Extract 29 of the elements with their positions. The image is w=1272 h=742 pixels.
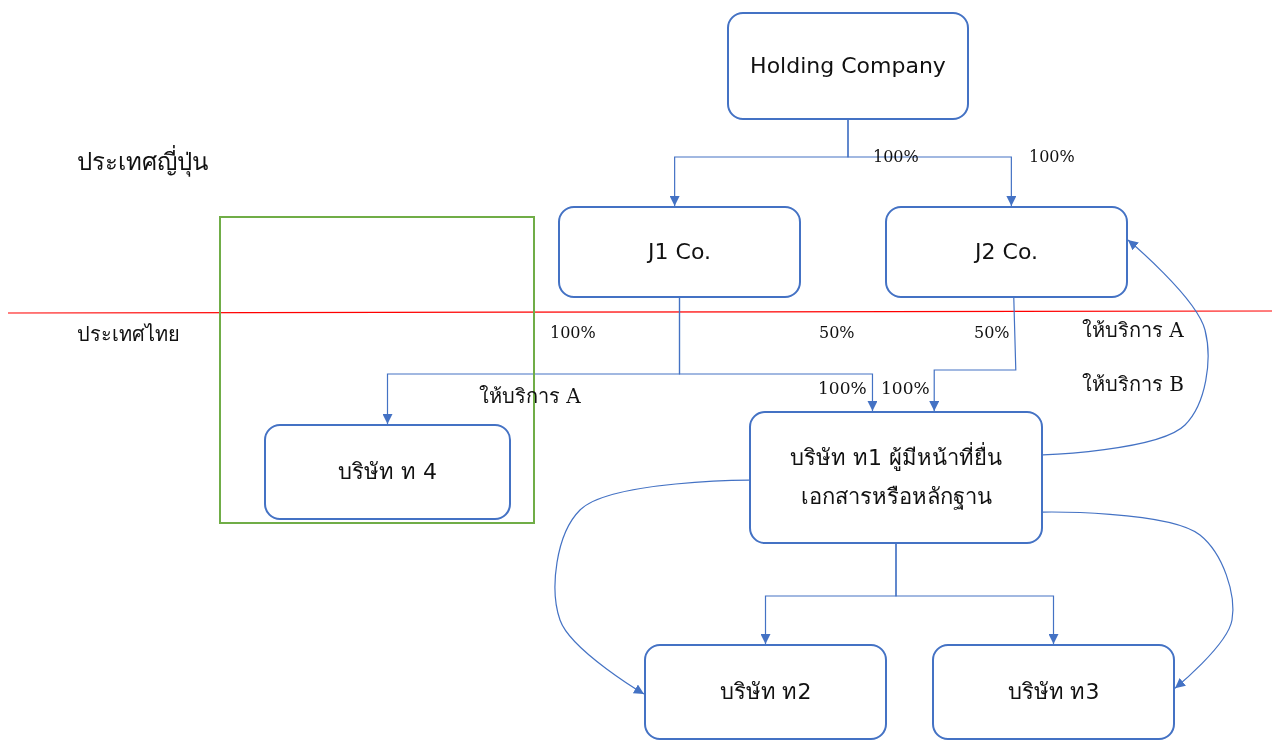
company-box (932, 644, 1175, 740)
annotation-text: 100% (1029, 147, 1075, 166)
company-box (885, 206, 1128, 298)
connector-arrow (847, 119, 1017, 207)
company-box (727, 12, 969, 120)
curved-arrow (1042, 239, 1209, 456)
region-label: ประเทศญี่ปุ่น (77, 142, 208, 181)
box-text: บริษัท ท2 (719, 677, 812, 706)
connector-arrow (895, 543, 1059, 645)
company-box (644, 644, 887, 740)
box-text: J1 Co. (648, 237, 711, 266)
company-box (749, 411, 1043, 544)
connector-arrow (678, 297, 878, 412)
box-text: Holding Company (750, 51, 946, 80)
annotation-text: 100% (881, 378, 930, 398)
curved-arrow (554, 479, 750, 695)
company-box (558, 206, 801, 298)
company-box (264, 424, 511, 520)
box-text: บริษัท ท 4 (338, 457, 437, 486)
annotation-text: 100% (873, 147, 919, 166)
box-text: บริษัท ท3 (1007, 677, 1100, 706)
connector-arrow (929, 297, 1017, 412)
region-label: ประเทศไทย (77, 321, 180, 348)
annotation-text: ให้บริการ A (1082, 317, 1184, 344)
annotation-text: ให้บริการ B (1082, 371, 1185, 398)
box-text: J2 Co. (975, 237, 1038, 266)
box-text: บริษัท ท1 ผู้มีหน้าที่ยื่น เอกสารหรือหลักฐาน (765, 439, 1027, 516)
curved-arrow (1042, 511, 1234, 689)
annotation-text: 100% (818, 378, 867, 398)
